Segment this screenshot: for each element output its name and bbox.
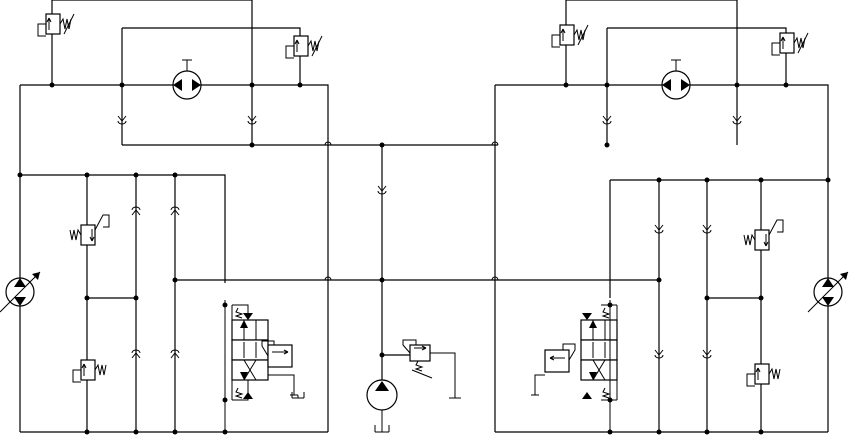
junction-dots — [17, 82, 831, 435]
relief-valve-top-left — [37, 13, 75, 37]
tank-icon — [291, 392, 305, 399]
variable-pump-left — [0, 271, 41, 313]
hydraulic-lines — [19, 0, 829, 433]
hydraulic-motor-left — [172, 59, 202, 100]
directional-valve-right — [531, 300, 618, 432]
relief-valve-right-upper — [743, 219, 784, 251]
variable-pump-right — [807, 271, 849, 313]
charge-pump — [366, 379, 398, 433]
relief-valve-top-left-2 — [285, 35, 323, 59]
check-valve-icon — [117, 115, 742, 359]
relief-valve-charge — [402, 339, 461, 399]
relief-valve-right-lower — [746, 363, 781, 387]
relief-valve-top-right-2 — [771, 32, 809, 56]
line-crossovers — [324, 141, 499, 281]
relief-valve-left-upper — [69, 214, 110, 246]
hydraulic-motor-right — [661, 59, 691, 100]
directional-valve-left — [222, 300, 298, 432]
relief-valve-left-lower — [72, 359, 107, 383]
relief-valve-top-right — [551, 24, 589, 48]
